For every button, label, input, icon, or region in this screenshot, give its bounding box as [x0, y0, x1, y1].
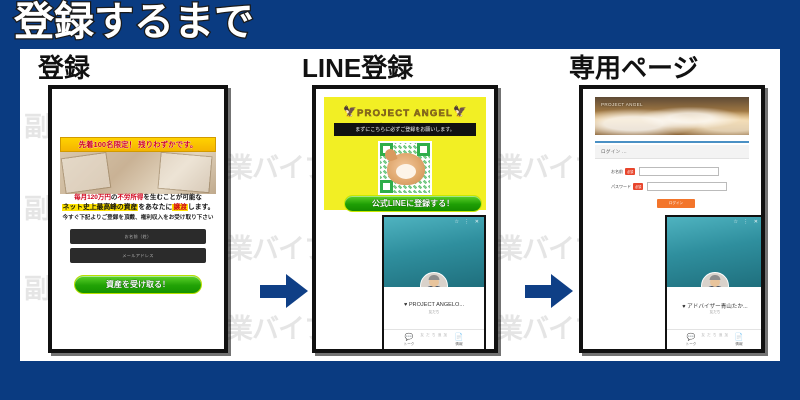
member-page-content: PROJECT ANGEL ログイン ... お名前 必須 パスワード 必須: [583, 89, 761, 349]
qr-eye-top-right: [417, 143, 430, 156]
page-title: 登録するまで: [13, 0, 256, 45]
advisor-profile-phone: ☆ ⋮ ✕ ♥ アドバイザー青山たか... 友だち 友 だ ち 追 加 💬 トー: [665, 215, 761, 349]
hero-banner-image: PROJECT ANGEL: [595, 97, 749, 135]
advisor-profile-meta: 友 だ ち 追 加: [701, 332, 729, 337]
advisor-profile-name: ♥ アドバイザー青山たか...: [682, 303, 748, 310]
name-input-placeholder: お名前（姓）: [124, 233, 152, 239]
tab-talk[interactable]: 💬 トーク: [384, 330, 434, 349]
hero-logo-text: PROJECT ANGEL: [601, 102, 643, 107]
line-registration-screen: 🦅PROJECT ANGEL🦅 〜プロジェクト・エンジェル〜 まずにこちらに必ず…: [312, 85, 498, 353]
landing-page-screen: 先着100名限定！ 残りわずかです。 毎月120万円の不労所得を生むことが可能な…: [48, 85, 228, 353]
name-field-required-badge: 必須: [625, 168, 636, 175]
headline-line-1: 毎月120万円の不労所得を生むことが可能な: [60, 191, 216, 201]
headline-transfer: 譲渡: [172, 204, 188, 211]
headline-asset: ネット史上最高峰の資産: [61, 204, 139, 211]
panel-label-member-page: 専用ページ: [569, 53, 699, 83]
urgency-banner-text: 先着100名限定！ 残りわずかです。: [78, 140, 198, 149]
headline-income: 不労所得: [117, 194, 144, 201]
headline-line-2: ネット史上最高峰の資産をあなたに譲渡します。: [60, 201, 216, 211]
advisor-profile-tabs: 💬 トーク 📄 情報: [667, 328, 761, 349]
money-photo: [60, 152, 216, 194]
line-profile-phone: ☆ ⋮ ✕ ♥ PROJECT ANGELO... 友だち 友 だ ち 追 加 …: [382, 215, 486, 349]
line-profile-header-icons[interactable]: ☆ ⋮ ✕: [454, 219, 481, 225]
email-input[interactable]: メールアドレス: [70, 248, 206, 263]
advisor-profile-header-icons[interactable]: ☆ ⋮ ✕: [733, 219, 760, 225]
member-page-screen: PROJECT ANGEL ログイン ... お名前 必須 パスワード 必須: [579, 85, 765, 353]
name-field-input[interactable]: [639, 167, 720, 176]
panel-line-registration: LINE登録 🦅PROJECT ANGEL🦅 〜プロジェクト・エンジェル〜 まず…: [298, 49, 513, 361]
project-angel-brand: PROJECT ANGEL: [356, 108, 453, 120]
tab-talk[interactable]: 💬 トーク: [667, 330, 715, 349]
panel-registration: 登録 先着100名限定！ 残りわずかです。 毎月120万円の不労所得を生むことが…: [30, 49, 245, 361]
arrow-shaft: [260, 285, 288, 298]
headline-text-c: をあなたに: [138, 204, 173, 211]
project-angel-card: 🦅PROJECT ANGEL🦅 〜プロジェクト・エンジェル〜 まずにこちらに必ず…: [324, 97, 486, 212]
tab-info-label: 情報: [455, 341, 463, 346]
name-field-label: お名前: [611, 168, 623, 174]
receive-asset-button-label: 資産を受け取る！: [106, 280, 171, 290]
advisor-profile-sub: 友だち: [709, 309, 721, 314]
document-icon: 📄: [454, 333, 464, 341]
line-register-button-label: 公式LINEに登録する！: [371, 199, 455, 209]
arrow-head: [551, 274, 573, 308]
password-field-required-badge: 必須: [633, 183, 644, 190]
line-profile-sub: 友だち: [428, 309, 440, 314]
notice-bar-text: まずにこちらに必ずご登録をお願いします。: [355, 127, 455, 133]
line-profile-name: ♥ PROJECT ANGELO...: [403, 301, 465, 308]
urgency-banner: 先着100名限定！ 残りわずかです。: [60, 137, 216, 152]
tab-talk-label: トーク: [403, 341, 415, 346]
section-header-label: ログイン ...: [601, 148, 627, 154]
advisor-profile-body: ♥ アドバイザー青山たか... 友だち 友 だ ち 追 加 💬 トーク 📄 情報: [667, 286, 761, 349]
chat-bubble-icon: 💬: [686, 333, 696, 341]
divider: [595, 141, 749, 143]
email-input-placeholder: メールアドレス: [122, 252, 154, 258]
arrow-shaft: [525, 285, 553, 298]
line-profile-cover: ☆ ⋮ ✕: [384, 217, 484, 300]
line-profile-meta: 友 だ ち 追 加: [420, 332, 448, 337]
name-input[interactable]: お名前（姓）: [70, 229, 206, 244]
wing-right-icon: 🦅: [453, 106, 467, 119]
panel-label-line-registration: LINE登録: [302, 53, 414, 83]
password-field-label: パスワード: [611, 183, 631, 189]
form-row-name: お名前 必須: [611, 167, 720, 176]
advisor-profile-cover: ☆ ⋮ ✕: [667, 217, 761, 300]
landing-page: 先着100名限定！ 残りわずかです。 毎月120万円の不労所得を生むことが可能な…: [52, 89, 224, 349]
password-field-input[interactable]: [647, 182, 728, 191]
headline-text-a: の: [110, 194, 118, 201]
line-profile-body: ♥ PROJECT ANGELO... 友だち 友 だ ち 追 加 💬 トーク …: [384, 286, 484, 349]
wing-left-icon: 🦅: [343, 106, 357, 119]
document-icon: 📄: [734, 333, 744, 341]
chat-bubble-icon: 💬: [404, 333, 414, 341]
qr-code-icon: [378, 141, 432, 195]
tab-talk-label: トーク: [685, 341, 697, 346]
notice-bar: まずにこちらに必ずご登録をお願いします。: [334, 123, 476, 136]
login-button[interactable]: ログイン: [657, 199, 695, 208]
arrow-right-icon-1: [260, 274, 308, 308]
panel-member-page: 専用ページ PROJECT ANGEL ログイン ... お名前 必須 パスワー…: [565, 49, 780, 361]
login-button-label: ログイン: [668, 201, 684, 205]
receive-asset-button[interactable]: 資産を受け取る！: [74, 275, 202, 294]
dog-mascot-image: [387, 153, 425, 185]
headline-amount: 毎月120万円: [74, 194, 111, 201]
tab-info[interactable]: 📄 情報: [715, 330, 761, 349]
headline-text-d: します。: [187, 204, 215, 211]
form-row-password: パスワード 必須: [611, 182, 728, 191]
line-register-button[interactable]: 公式LINEに登録する！: [344, 195, 482, 212]
header-band: 登録するまで: [0, 0, 800, 49]
panel-label-registration: 登録: [38, 53, 91, 83]
arrow-head: [286, 274, 308, 308]
tab-info[interactable]: 📄 情報: [434, 330, 484, 349]
line-profile-tabs: 💬 トーク 📄 情報: [384, 328, 484, 349]
section-header: ログイン ...: [595, 145, 749, 159]
headline-subtext: 今すぐ下記よりご登録を頂戴、権利収入をお受け取り下さい: [62, 215, 214, 221]
tab-info-label: 情報: [735, 341, 743, 346]
content-stage: 副業バイブル 副業バイブル 副業バイブル 副業バイブル 副業バイブル 副業バイブ…: [20, 49, 780, 361]
qr-eye-bottom-left: [380, 180, 393, 193]
headline-text-b: を生むことが可能な: [143, 194, 202, 201]
arrow-right-icon-2: [525, 274, 573, 308]
line-registration-content: 🦅PROJECT ANGEL🦅 〜プロジェクト・エンジェル〜 まずにこちらに必ず…: [316, 89, 494, 349]
